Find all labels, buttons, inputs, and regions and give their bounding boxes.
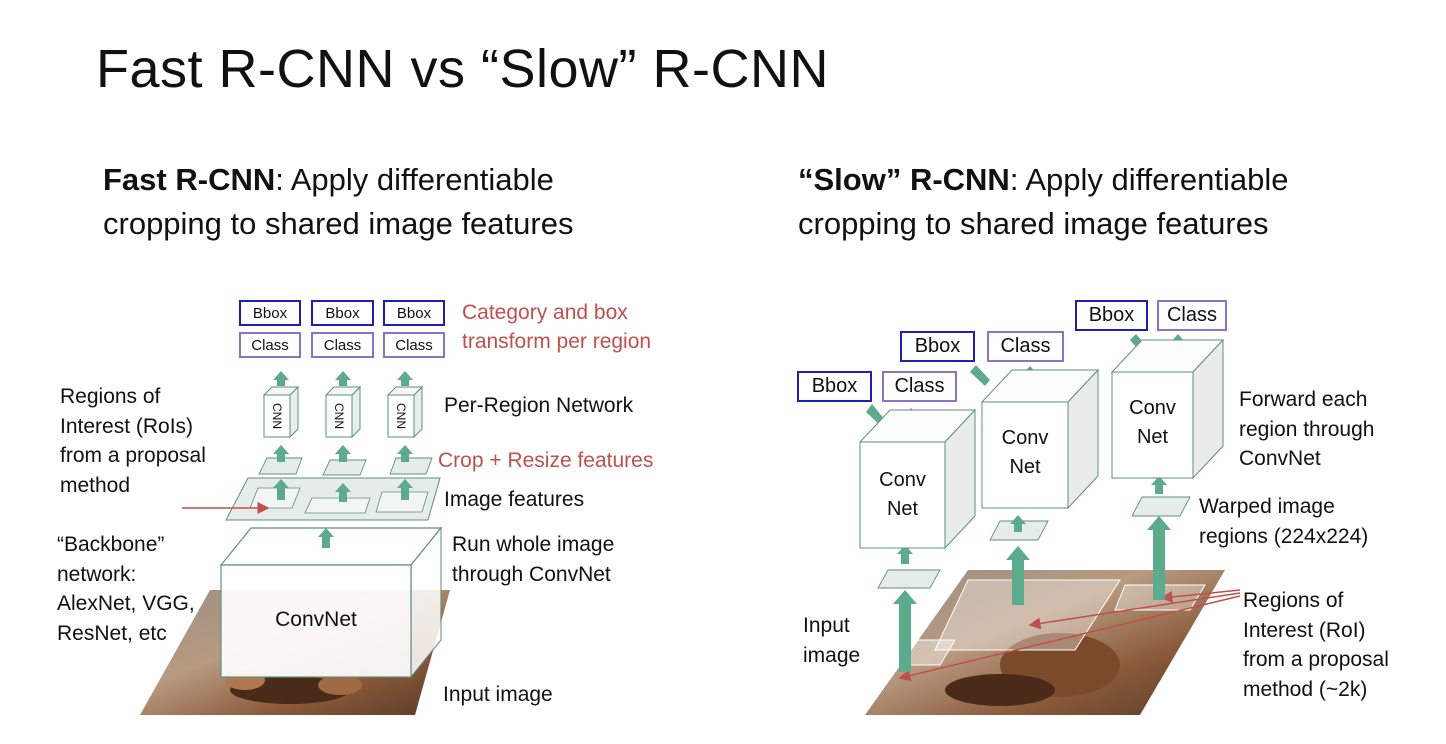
backbone-line2: network: (57, 560, 195, 590)
right-input-line1: Input (803, 611, 860, 641)
right-convnet-label-3: Conv Net (1112, 394, 1193, 452)
backbone-line1: “Backbone” (57, 530, 195, 560)
category-box-line1: Category and box (462, 298, 651, 327)
crop-resize-label: Crop + Resize features (438, 446, 653, 475)
left-rois-line4: method (60, 471, 206, 501)
run-whole-label: Run whole image through ConvNet (452, 530, 614, 589)
left-rois-line3: from a proposal (60, 441, 206, 471)
net-word: Net (982, 453, 1068, 482)
left-class-box-3: Class (383, 332, 445, 358)
conv-word: Conv (1112, 394, 1193, 423)
left-class-box-1: Class (239, 332, 301, 358)
right-rois-line3: from a proposal (1243, 645, 1389, 675)
right-rois-line2: Interest (RoI) (1243, 616, 1389, 646)
right-rois-line4: method (~2k) (1243, 675, 1389, 705)
right-rois-label: Regions of Interest (RoI) from a proposa… (1243, 586, 1389, 704)
image-features-label: Image features (444, 485, 584, 515)
left-convnet-label: ConvNet (221, 605, 411, 635)
left-cnn-2: CNN (326, 395, 352, 437)
right-class-box-2: Class (987, 331, 1064, 362)
right-convnet-label-2: Conv Net (982, 424, 1068, 482)
forward-line2: region through (1239, 415, 1374, 445)
right-convnet-label-1: Conv Net (860, 466, 945, 524)
net-word: Net (860, 495, 945, 524)
right-input-line2: image (803, 641, 860, 671)
net-word: Net (1112, 423, 1193, 452)
right-class-box-1: Class (882, 371, 957, 402)
left-input-image-label: Input image (443, 680, 553, 710)
right-bbox-box-2: Bbox (900, 331, 975, 362)
category-box-line2: transform per region (462, 327, 651, 356)
left-rois-line2: Interest (RoIs) (60, 412, 206, 442)
warped-label: Warped image regions (224x224) (1199, 492, 1368, 551)
backbone-line3: AlexNet, VGG, (57, 589, 195, 619)
category-box-label: Category and box transform per region (462, 298, 651, 356)
left-bbox-box-3: Bbox (383, 300, 445, 326)
conv-word: Conv (860, 466, 945, 495)
left-bbox-box-2: Bbox (311, 300, 374, 326)
run-whole-line1: Run whole image (452, 530, 614, 560)
left-cnn-1: CNN (264, 395, 290, 437)
left-cnn-3: CNN (388, 395, 414, 437)
left-rois-label: Regions of Interest (RoIs) from a propos… (60, 382, 206, 500)
left-rois-line1: Regions of (60, 382, 206, 412)
warped-line1: Warped image (1199, 492, 1368, 522)
right-class-box-3: Class (1157, 300, 1227, 331)
left-convnet-cuboid (221, 528, 441, 677)
cnn-label: CNN (394, 403, 408, 429)
per-region-label: Per-Region Network (444, 391, 633, 421)
backbone-line4: ResNet, etc (57, 619, 195, 649)
right-bbox-box-3: Bbox (1075, 300, 1148, 331)
cnn-label: CNN (270, 403, 284, 429)
right-input-image-label: Input image (803, 611, 860, 670)
warped-line2: regions (224x224) (1199, 522, 1368, 552)
right-bbox-box-1: Bbox (797, 371, 872, 402)
forward-line1: Forward each (1239, 385, 1374, 415)
backbone-label: “Backbone” network: AlexNet, VGG, ResNet… (57, 530, 195, 648)
right-rois-line1: Regions of (1243, 586, 1389, 616)
forward-line3: ConvNet (1239, 444, 1374, 474)
cnn-label: CNN (332, 403, 346, 429)
forward-label: Forward each region through ConvNet (1239, 385, 1374, 474)
run-whole-line2: through ConvNet (452, 560, 614, 590)
conv-word: Conv (982, 424, 1068, 453)
left-bbox-box-1: Bbox (239, 300, 301, 326)
left-class-box-2: Class (311, 332, 374, 358)
